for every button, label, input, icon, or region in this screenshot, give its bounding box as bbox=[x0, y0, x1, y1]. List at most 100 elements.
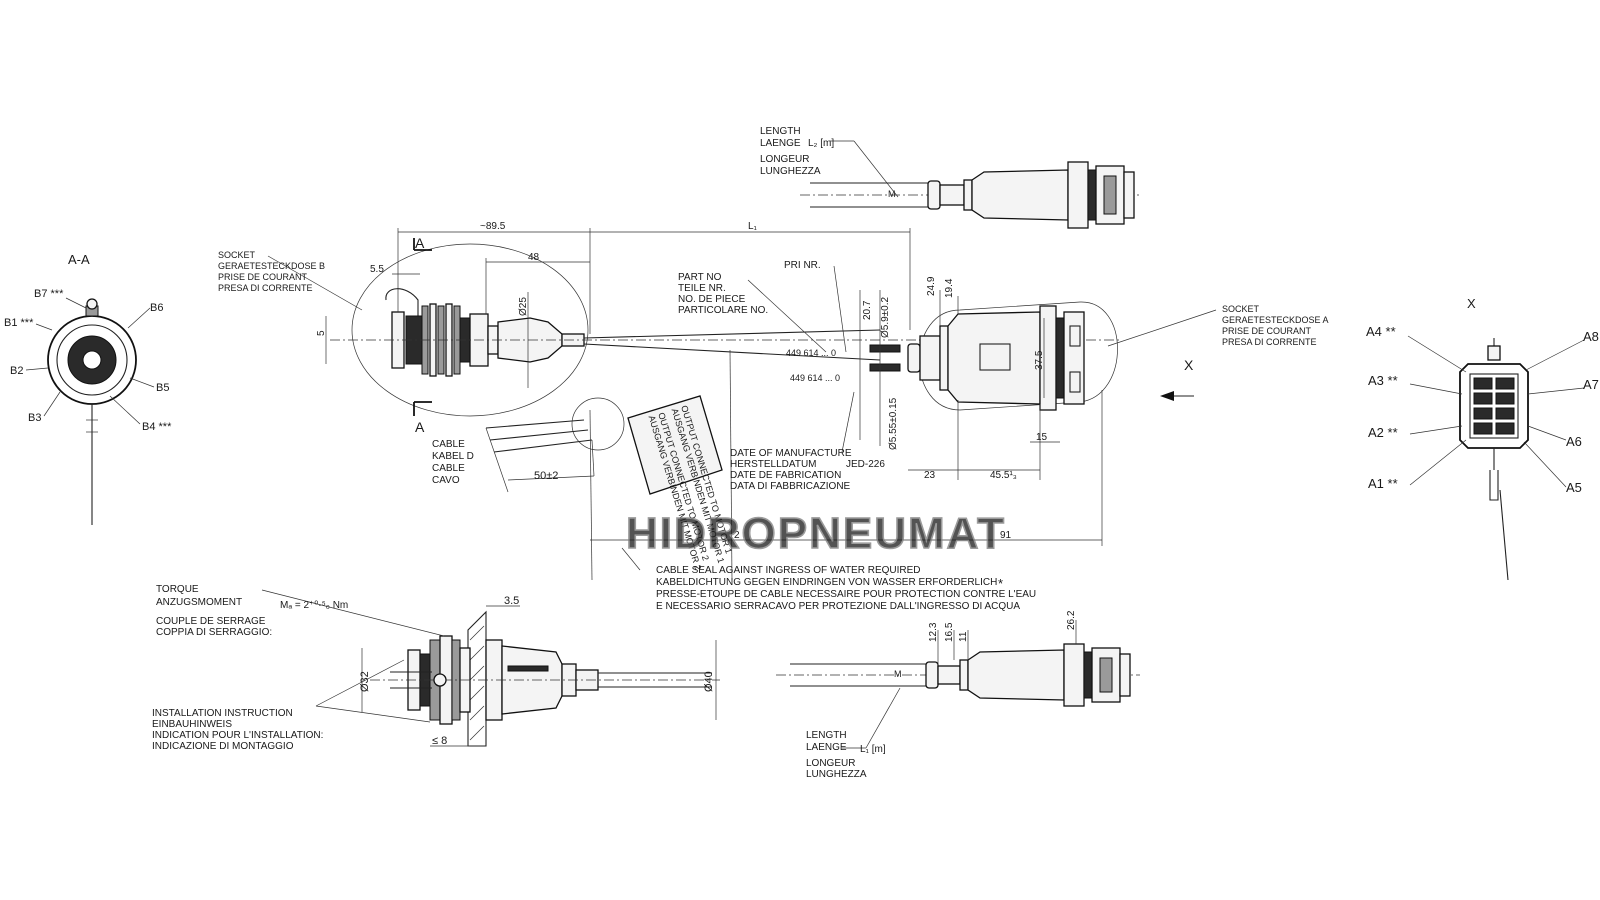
dim-2: 2 bbox=[734, 530, 740, 541]
dim-45-5: 45.5¹₃ bbox=[990, 470, 1017, 481]
dim-50-2: 50±2 bbox=[534, 470, 558, 482]
pin-a8-label: A8 bbox=[1583, 329, 1599, 344]
dim-5: 5 bbox=[316, 330, 327, 336]
dim-12-3: 12.3 bbox=[928, 622, 939, 642]
cable-seal-star: * bbox=[998, 576, 1003, 591]
dim-16-5: 16.5 bbox=[944, 622, 955, 642]
pin-b6-label: B6 bbox=[150, 302, 163, 314]
l1-length-symbol: L₁ [m] bbox=[860, 744, 886, 755]
dim-8: ≤ 8 bbox=[432, 735, 447, 747]
socket-a-fr: PRISE DE COURANT bbox=[1222, 326, 1312, 336]
pin-a4-label: A4 ** bbox=[1366, 324, 1396, 339]
socket-a-it: PRESA DI CORRENTE bbox=[1222, 337, 1317, 347]
socket-a-en: SOCKET bbox=[1222, 304, 1260, 314]
cable-seal-it: E NECESSARIO SERRACAVO PER PROTEZIONE DA… bbox=[656, 601, 1020, 612]
dim-dia-40: Ø40 bbox=[703, 671, 715, 692]
watermark-text: HIDROPNEUMAT bbox=[626, 509, 1006, 558]
l2-m-mark: M bbox=[888, 189, 896, 199]
part-no-it: PARTICOLARE NO. bbox=[678, 305, 768, 316]
torque-value: Mₐ = 2⁺⁰·⁵₀ Nm bbox=[280, 600, 348, 611]
cable-d-it: CAVO bbox=[432, 475, 460, 486]
section-aa-view: A-A B7 *** B1 *** B2 B3 B6 B5 B4 *** bbox=[4, 252, 172, 525]
top-cable-assembly: M LENGTH LAENGE L₂ [m] LONGEUR LUNGHEZZA bbox=[760, 126, 1140, 229]
socket-b-it: PRESA DI CORRENTE bbox=[218, 283, 313, 293]
l2-length-symbol: L₂ [m] bbox=[808, 138, 834, 149]
dim-20-7: 20.7 bbox=[862, 300, 873, 320]
dim-l1-top: L₁ bbox=[748, 221, 758, 232]
mfg-date-de: HERSTELLDATUM bbox=[730, 459, 817, 470]
cable-d-fr: CABLE bbox=[432, 463, 465, 474]
torque-de: ANZUGSMOMENT bbox=[156, 597, 242, 608]
pin-a2-label: A2 ** bbox=[1368, 425, 1398, 440]
install-de: EINBAUHINWEIS bbox=[152, 719, 232, 730]
dim-48: 48 bbox=[528, 252, 540, 263]
dim-dia-32: Ø32 bbox=[359, 671, 371, 692]
view-x: X A4 ** A3 ** A2 ** A1 ** A8 A bbox=[1366, 296, 1599, 581]
cable-d-de: KABEL D bbox=[432, 451, 474, 462]
cut-mark-bottom: A bbox=[415, 419, 425, 435]
part-no-label-upper: 449 614 ... 0 bbox=[786, 348, 836, 358]
cut-mark-top: A bbox=[415, 235, 425, 251]
pin-a6-label: A6 bbox=[1566, 434, 1582, 449]
dim-91: 91 bbox=[1000, 530, 1012, 541]
pin-b5-label: B5 bbox=[156, 382, 169, 394]
socket-b-en: SOCKET bbox=[218, 250, 256, 260]
dim-15: 15 bbox=[1036, 432, 1048, 443]
mfg-date-it: DATA DI FABBRICAZIONE bbox=[730, 481, 851, 492]
dim-5-5: 5.5 bbox=[370, 264, 384, 275]
dim-dia-5-55: Ø5.55±0.15 bbox=[888, 397, 899, 450]
dim-3-5: 3.5 bbox=[504, 595, 519, 607]
dim-dia-25: Ø25 bbox=[518, 297, 529, 316]
socket-b-fr: PRISE DE COURANT bbox=[218, 272, 308, 282]
socket-a-de: GERAETESTECKDOSE A bbox=[1222, 315, 1329, 325]
torque-it: COPPIA DI SERRAGGIO: bbox=[156, 627, 272, 638]
bottom-cable-assembly: M 12.3 16.5 11 26.2 LENGTH LAENGE L₁ [m]… bbox=[776, 610, 1140, 780]
l1-length-it: LUNGHEZZA bbox=[806, 769, 867, 780]
cable-seal-en: CABLE SEAL AGAINST INGRESS OF WATER REQU… bbox=[656, 565, 921, 576]
mfg-date-en: DATE OF MANUFACTURE bbox=[730, 448, 852, 459]
dim-11: 11 bbox=[958, 631, 969, 642]
l1-length-fr: LONGEUR bbox=[806, 758, 855, 769]
pri-no-label: PRI NR. bbox=[784, 260, 821, 271]
pin-b3-label: B3 bbox=[28, 412, 41, 424]
dim-37-5: 37.5 bbox=[1034, 350, 1045, 370]
l1-length-de: LAENGE bbox=[806, 742, 847, 753]
pin-a7-label: A7 bbox=[1583, 377, 1599, 392]
l2-length-it: LUNGHEZZA bbox=[760, 166, 821, 177]
dim-23: 23 bbox=[924, 470, 936, 481]
section-aa-title: A-A bbox=[68, 252, 90, 267]
pin-a3-label: A3 ** bbox=[1368, 373, 1398, 388]
pin-b7-label: B7 *** bbox=[34, 288, 64, 300]
part-no-label-lower: 449 614 ... 0 bbox=[790, 373, 840, 383]
cable-seal-fr: PRESSE-ETOUPE DE CABLE NECESSAIRE POUR P… bbox=[656, 589, 1036, 600]
part-no-de: TEILE NR. bbox=[678, 283, 726, 294]
pin-b4-label: B4 *** bbox=[142, 421, 172, 433]
cable-d-en: CABLE bbox=[432, 439, 465, 450]
pin-a1-label: A1 ** bbox=[1368, 476, 1398, 491]
torque-fr: COUPLE DE SERRAGE bbox=[156, 616, 266, 627]
pin-b2-label: B2 bbox=[10, 365, 23, 377]
main-assembly: A A ~89.5 L₁ 48 5.5 Ø25 5 SOCKET GERAETE… bbox=[218, 221, 1329, 612]
view-x-arrow-label: X bbox=[1184, 357, 1194, 373]
watermark: HIDROPNEUMAT bbox=[625, 508, 1006, 559]
dim-dia-5-9: Ø5.9±0.2 bbox=[880, 296, 891, 338]
install-it: INDICAZIONE DI MONTAGGIO bbox=[152, 741, 294, 752]
dim-89-5: ~89.5 bbox=[480, 221, 506, 232]
l2-length-en: LENGTH bbox=[760, 126, 801, 137]
l2-length-fr: LONGEUR bbox=[760, 154, 809, 165]
view-x-title: X bbox=[1467, 296, 1476, 311]
pin-grid bbox=[1473, 377, 1515, 435]
install-fr: INDICATION POUR L'INSTALLATION: bbox=[152, 730, 323, 741]
dim-24-9: 24.9 bbox=[926, 276, 937, 296]
mfg-date-fr: DATE DE FABRICATION bbox=[730, 470, 841, 481]
pin-a5-label: A5 bbox=[1566, 480, 1582, 495]
part-no-en: PART NO bbox=[678, 272, 722, 283]
cable-seal-de: KABELDICHTUNG GEGEN EINDRINGEN VON WASSE… bbox=[656, 577, 997, 588]
install-en: INSTALLATION INSTRUCTION bbox=[152, 708, 293, 719]
socket-b-de: GERAETESTECKDOSE B bbox=[218, 261, 325, 271]
dim-19-4: 19.4 bbox=[944, 278, 955, 298]
l1-length-en: LENGTH bbox=[806, 730, 847, 741]
part-no-fr: NO. DE PIECE bbox=[678, 294, 746, 305]
pin-b1-label: B1 *** bbox=[4, 317, 34, 329]
